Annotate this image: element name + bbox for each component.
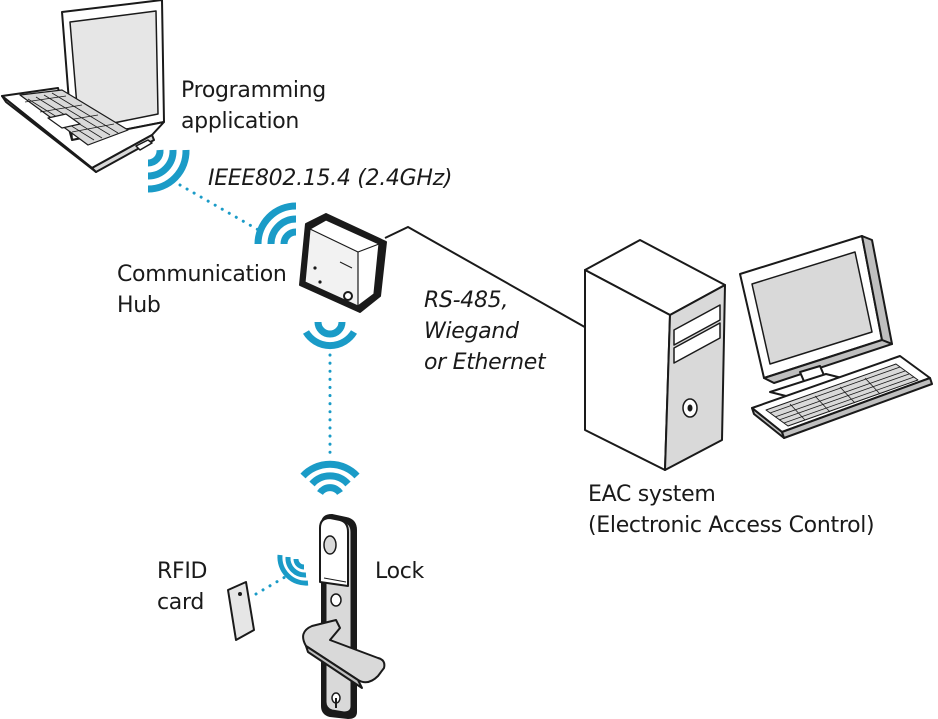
monitor-icon [739,235,893,399]
keyboard-icon [751,355,933,439]
wired-link-hub-eac [384,225,591,331]
wireless-signal-icon [147,149,360,586]
comm-hub-label: Communication Hub [117,259,287,321]
wired-protocol-label: RS-485, Wiegand or Ethernet [424,285,546,378]
laptop-signal-icon [147,149,190,193]
hub-signal-up-icon [254,202,297,245]
communication-hub-icon [299,213,387,313]
door-lock-icon [302,514,386,719]
wired-protocol-line-2: Wiegand [424,319,519,344]
dotted-wireless-links [178,183,332,596]
comm-hub-label-line-2: Hub [117,293,161,318]
lock-signal-up-icon [300,460,360,496]
lock-signal-card-icon [277,554,309,586]
programming-app-label: Programming application [181,75,326,137]
eac-system-label: EAC system (Electronic Access Control) [588,479,875,541]
server-tower-icon [584,239,726,471]
wired-protocol-line-3: or Ethernet [424,350,546,375]
rfid-card-icon [227,581,255,641]
rfid-card-label-line-2: card [157,590,205,615]
eac-system-label-line-2: (Electronic Access Control) [588,513,875,538]
eac-system-label-line-1: EAC system [588,482,716,507]
laptop-icon [1,0,165,173]
hub-signal-down-icon [303,321,357,350]
wireless-protocol-label: IEEE802.15.4 (2.4GHz) [208,163,452,194]
comm-hub-label-line-1: Communication [117,262,287,287]
wired-protocol-line-1: RS-485, [424,288,509,313]
link-laptop-hub [178,183,264,234]
programming-app-label-line-2: application [181,109,300,134]
programming-app-label-line-1: Programming [181,78,326,103]
rfid-card-label: RFID card [157,556,207,618]
rfid-card-label-line-1: RFID [157,559,208,584]
wireless-protocol-text: IEEE802.15.4 (2.4GHz) [208,166,453,191]
link-card-lock [254,575,287,596]
lock-label-text: Lock [375,559,424,584]
lock-label: Lock [375,556,424,587]
